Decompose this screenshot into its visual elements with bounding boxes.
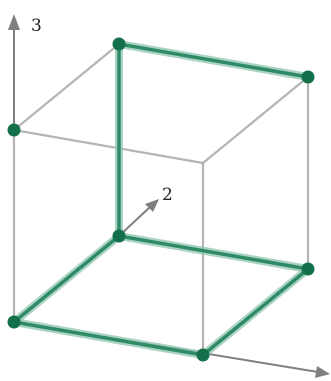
cube-edges: [10, 40, 312, 359]
edge-highlighted-110-100: [201, 267, 310, 357]
edge-highlighted-010-110: [117, 234, 310, 271]
edge-highlighted-000-010: [12, 234, 121, 324]
vertex-011: [112, 37, 126, 51]
edge-001-011: [12, 42, 121, 132]
axis-y-label: 2: [162, 185, 173, 205]
axis-y-line: [118, 206, 151, 237]
edge-highlighted-011-111: [117, 42, 310, 79]
vertex-001: [7, 123, 21, 137]
edge-101-111: [201, 75, 310, 165]
edge-001-101: [12, 128, 205, 165]
axis-y-arrowhead: [145, 199, 159, 212]
vertex-111: [301, 70, 315, 84]
axis-x-arrowhead: [315, 366, 330, 378]
vertex-110: [301, 262, 315, 276]
vertex-000: [7, 315, 21, 329]
axis-z-arrowhead: [8, 14, 20, 30]
cube-vertices: [7, 37, 315, 362]
vertex-010: [112, 229, 126, 243]
axis-z-label: 3: [31, 16, 42, 36]
vertex-100: [196, 348, 210, 362]
edge-highlighted-000-100: [12, 320, 205, 357]
